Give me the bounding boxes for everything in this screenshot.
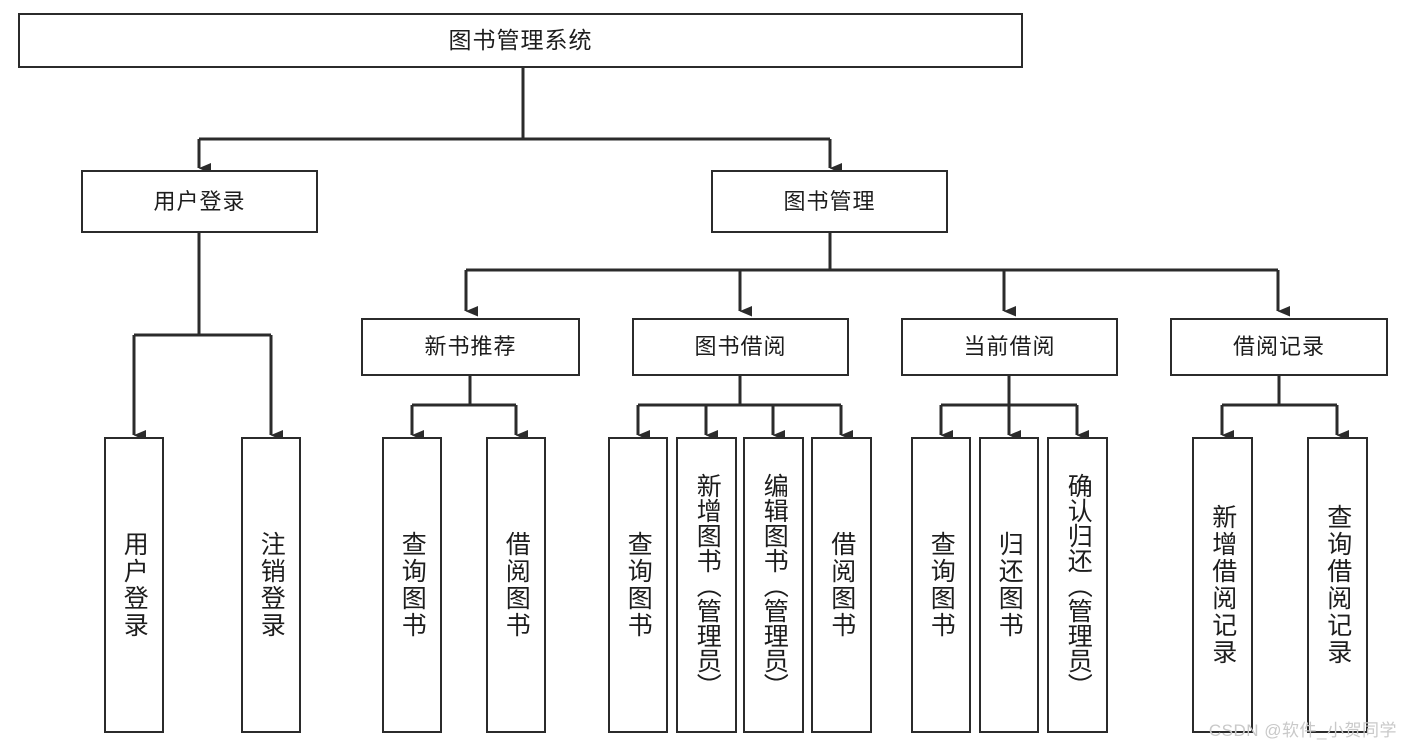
leaf-query-book-recommend[interactable]: 查询图书 [382,437,442,733]
node-label: 新书推荐 [424,334,517,359]
node-label: 图书管理 [783,188,876,214]
node-user-login[interactable]: 用户登录 [81,170,318,233]
leaf-add-book-admin[interactable]: 新增图书（管理员） [676,437,737,733]
node-book-management[interactable]: 图书管理 [711,170,948,233]
node-current-borrow[interactable]: 当前借阅 [901,318,1118,376]
node-book-borrow[interactable]: 图书借阅 [632,318,849,376]
leaf-edit-book-admin[interactable]: 编辑图书（管理员） [743,437,804,733]
node-label: 借阅图书 [827,531,856,639]
node-label: 编辑图书（管理员） [760,472,789,698]
leaf-query-borrow-record[interactable]: 查询借阅记录 [1307,437,1368,733]
node-root-system[interactable]: 图书管理系统 [18,13,1023,68]
node-label: 新增图书（管理员） [693,472,722,698]
node-label: 查询图书 [927,531,956,639]
node-borrow-records[interactable]: 借阅记录 [1170,318,1388,376]
leaf-query-book-current[interactable]: 查询图书 [911,437,971,733]
node-label: 图书管理系统 [448,27,593,53]
node-label: 图书借阅 [694,334,787,359]
node-new-book-recommend[interactable]: 新书推荐 [361,318,580,376]
node-label: 注销登录 [257,531,286,639]
leaf-user-login[interactable]: 用户登录 [104,437,164,733]
node-label: 查询图书 [624,531,653,639]
node-label: 查询图书 [398,531,427,639]
node-label: 用户登录 [153,188,246,214]
leaf-borrow-book-recommend[interactable]: 借阅图书 [486,437,546,733]
leaf-logout[interactable]: 注销登录 [241,437,301,733]
leaf-confirm-return-admin[interactable]: 确认归还（管理员） [1047,437,1108,733]
node-label: 当前借阅 [963,334,1056,359]
leaf-query-book-borrow[interactable]: 查询图书 [608,437,668,733]
node-label: 归还图书 [995,531,1024,639]
leaf-add-borrow-record[interactable]: 新增借阅记录 [1192,437,1253,733]
node-label: 新增借阅记录 [1208,504,1237,666]
leaf-borrow-book[interactable]: 借阅图书 [811,437,872,733]
csdn-watermark: CSDN @软件_小贺同学 [1208,721,1397,740]
node-label: 确认归还（管理员） [1064,472,1093,698]
node-label: 用户登录 [120,531,149,639]
leaf-return-book[interactable]: 归还图书 [979,437,1039,733]
node-label: 借阅记录 [1232,334,1325,359]
node-label: 借阅图书 [502,531,531,639]
node-label: 查询借阅记录 [1323,504,1352,666]
